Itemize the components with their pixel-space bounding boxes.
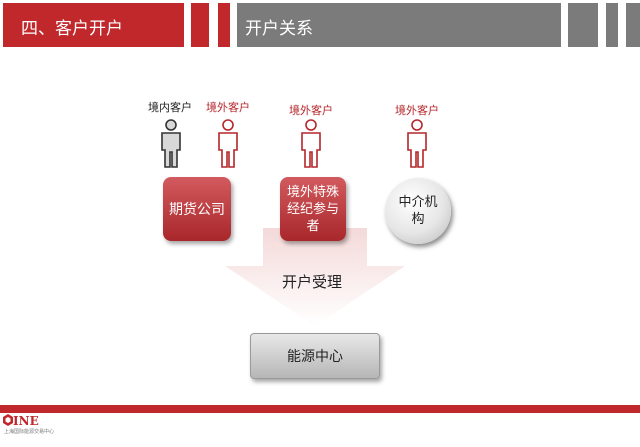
person-red-icon <box>407 119 427 168</box>
overseas-client-label: 境外客户 <box>395 104 439 117</box>
ine-logo-icon <box>3 414 13 426</box>
energy-center-box: 能源中心 <box>250 333 380 379</box>
account-opening-arrow <box>225 228 405 326</box>
footer-bar <box>0 405 640 413</box>
domestic-client-label: 境内客户 <box>148 101 192 114</box>
person-red-icon <box>218 119 238 168</box>
section-title-bar: 四、客户开户 <box>3 3 184 47</box>
header-decor-block <box>191 3 209 47</box>
header-decor-block <box>626 3 640 47</box>
header-decor-block <box>218 3 230 47</box>
futures-company-box: 期货公司 <box>163 177 231 241</box>
person-grey-icon <box>161 119 181 168</box>
overseas-client-label: 境外客户 <box>206 101 250 114</box>
header-decor-block <box>606 3 618 47</box>
energy-center-label: 能源中心 <box>287 349 343 365</box>
arrow-label: 开户受理 <box>282 273 343 291</box>
intermediary-label: 中介机构 <box>398 195 438 227</box>
logo-text: INE <box>13 414 39 428</box>
intermediary-circle: 中介机构 <box>385 178 451 244</box>
logo-subtext: 上海国际能源交易中心 <box>4 429 55 435</box>
overseas-broker-box: 境外特殊经纪参与者 <box>280 177 346 241</box>
futures-company-label: 期货公司 <box>169 202 225 218</box>
overseas-client-label: 境外客户 <box>289 104 333 117</box>
header-decor-block <box>568 3 598 47</box>
subtitle-bar: 开户关系 <box>237 3 561 47</box>
section-title: 四、客户开户 <box>21 19 123 39</box>
person-red-icon <box>301 119 321 168</box>
overseas-broker-label: 境外特殊经纪参与者 <box>286 184 339 234</box>
slide-subtitle: 开户关系 <box>245 19 313 39</box>
